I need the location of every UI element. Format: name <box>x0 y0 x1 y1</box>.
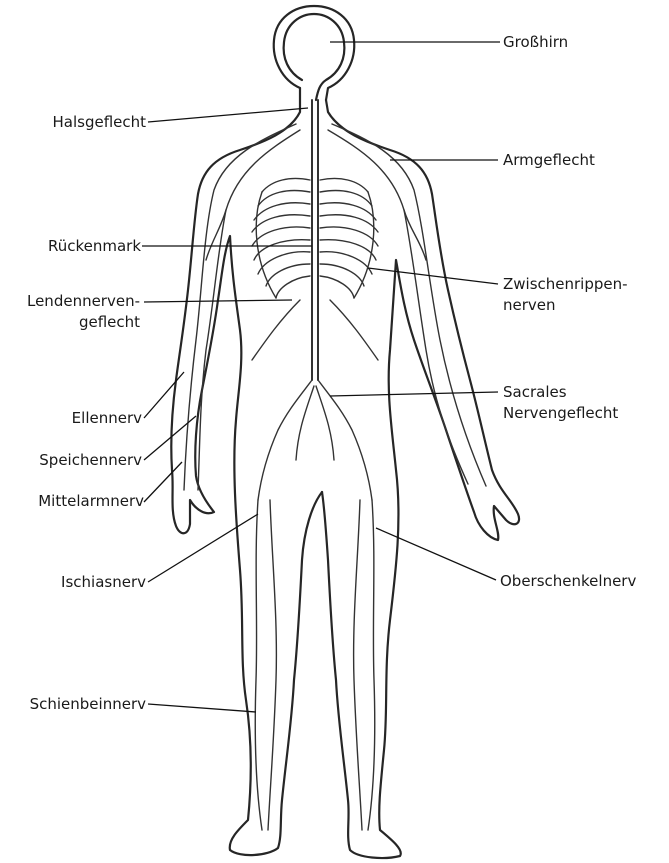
label-ellennerv: Ellennerv <box>4 408 142 429</box>
label-mittelarmnerv: Mittelarmnerv <box>4 491 144 512</box>
arm-nerves-right <box>328 124 486 486</box>
label-zwischenrippen-line2: nerven <box>503 295 556 316</box>
label-halsgeflecht: Halsgeflecht <box>4 112 146 133</box>
label-ischiasnerv: Ischiasnerv <box>4 572 146 593</box>
leader-ellennerv <box>144 372 184 418</box>
label-armgeflecht: Armgeflecht <box>503 150 595 171</box>
leader-lines <box>142 42 500 712</box>
leader-oberschenkelnerv <box>376 528 496 580</box>
leg-nerves <box>255 500 375 830</box>
head-outline <box>274 6 355 100</box>
leader-mittelarmnerv <box>144 462 182 502</box>
label-sacrales-line1: Sacrales <box>503 382 567 403</box>
label-lenden-line2: geflecht <box>4 312 140 333</box>
ribs <box>252 179 378 299</box>
label-lenden-line1: Lendennerven- <box>4 291 140 312</box>
leader-ischiasnerv <box>148 514 258 582</box>
label-sacrales-line2: Nervengeflecht <box>503 403 618 424</box>
brain-outline <box>284 14 345 100</box>
leader-speichennerv <box>144 416 196 460</box>
leader-halsgeflecht <box>148 108 308 122</box>
label-grosshirn: Großhirn <box>503 32 568 53</box>
label-rueckenmark: Rückenmark <box>4 236 141 257</box>
arm-nerves-left <box>184 124 300 490</box>
leader-zwischenrippen <box>368 268 498 284</box>
label-zwischenrippen-line1: Zwischenrippen- <box>503 274 628 295</box>
spinal-cord <box>312 100 318 380</box>
body-outline-right <box>322 100 519 858</box>
label-oberschenkelnerv: Oberschenkelnerv <box>500 571 636 592</box>
sacral-plexus <box>252 300 378 500</box>
leader-schienbeinnerv <box>148 704 256 712</box>
label-schienbeinnerv: Schienbeinnerv <box>4 694 146 715</box>
label-speichennerv: Speichennerv <box>4 450 142 471</box>
